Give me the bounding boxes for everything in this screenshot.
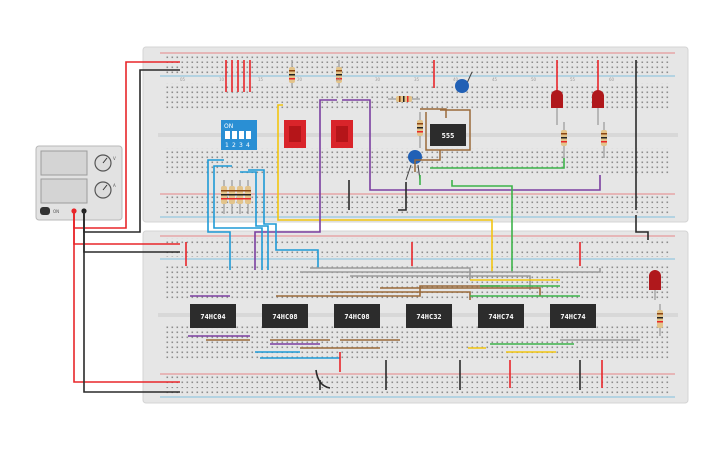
chip-label: 74HC04 bbox=[200, 313, 225, 321]
svg-text:V: V bbox=[113, 156, 116, 161]
timer-label: 555 bbox=[442, 132, 455, 140]
voltage-display bbox=[40, 150, 88, 176]
chip-label: 74HC08 bbox=[272, 313, 297, 321]
column-label: 05 bbox=[180, 77, 186, 82]
chip-u4[interactable]: 74HC32 bbox=[406, 304, 452, 328]
power-supply: V A ON bbox=[35, 145, 123, 221]
column-label: 40 bbox=[453, 77, 459, 82]
resistor-horizontal[interactable] bbox=[388, 96, 420, 102]
svg-text:A: A bbox=[113, 183, 116, 188]
column-label: 50 bbox=[531, 77, 537, 82]
dip-position-2: 2 bbox=[232, 142, 236, 149]
dip-toggle-1[interactable] bbox=[225, 131, 230, 139]
dip-toggle-3[interactable] bbox=[239, 131, 244, 139]
power-button[interactable] bbox=[40, 207, 50, 215]
chip-label: 74HC74 bbox=[560, 313, 585, 321]
column-label: 35 bbox=[414, 77, 420, 82]
column-label: 60 bbox=[609, 77, 615, 82]
chip-u3[interactable]: 74HC08 bbox=[334, 304, 380, 328]
column-label: 30 bbox=[375, 77, 381, 82]
timer-chip[interactable]: 555 bbox=[430, 124, 466, 146]
upper-signal-wires bbox=[254, 60, 649, 272]
column-label: 20 bbox=[297, 77, 303, 82]
dip-toggle-4[interactable] bbox=[246, 131, 251, 139]
column-label: 45 bbox=[492, 77, 498, 82]
led-red[interactable] bbox=[649, 270, 661, 300]
dip-switch-on-label: ON bbox=[224, 123, 233, 130]
chip-u5[interactable]: 74HC74 bbox=[478, 304, 524, 328]
chip-label: 74HC32 bbox=[416, 313, 441, 321]
column-label: 25 bbox=[336, 77, 342, 82]
resistor[interactable] bbox=[289, 60, 295, 88]
led-red[interactable] bbox=[551, 90, 563, 125]
dip-toggle-2[interactable] bbox=[232, 131, 237, 139]
chip-u6[interactable]: 74HC74 bbox=[550, 304, 596, 328]
chip-u2[interactable]: 74HC08 bbox=[262, 304, 308, 328]
pull-down-resistors[interactable] bbox=[221, 180, 251, 214]
brown-wires-555 bbox=[414, 108, 471, 172]
dip-position-4: 4 bbox=[246, 142, 250, 149]
resistor[interactable] bbox=[601, 122, 607, 158]
dip-position-3: 3 bbox=[239, 142, 243, 149]
dip-position-1: 1 bbox=[225, 142, 229, 149]
resistor[interactable] bbox=[561, 122, 567, 158]
push-button[interactable] bbox=[331, 120, 353, 148]
led-red[interactable] bbox=[592, 90, 604, 125]
capacitor[interactable] bbox=[455, 71, 473, 93]
lower-signal-wires bbox=[185, 242, 640, 390]
chip-label: 74HC08 bbox=[344, 313, 369, 321]
power-button-label: ON bbox=[53, 209, 59, 214]
dip-switch[interactable]: ON 1 2 3 4 bbox=[221, 120, 257, 150]
push-button[interactable] bbox=[284, 120, 306, 148]
resistor[interactable] bbox=[417, 112, 423, 148]
chip-u1[interactable]: 74HC04 bbox=[190, 304, 236, 328]
column-label: 15 bbox=[258, 77, 264, 82]
column-label: 55 bbox=[570, 77, 576, 82]
logic-chips: 74HC04 74HC08 74HC08 74HC32 74HC74 74HC7… bbox=[190, 304, 596, 328]
column-labels: 05 10 15 20 25 30 35 40 45 50 55 60 bbox=[180, 77, 615, 82]
resistor[interactable] bbox=[657, 304, 663, 336]
current-display bbox=[40, 178, 88, 204]
chip-label: 74HC74 bbox=[488, 313, 513, 321]
resistor[interactable] bbox=[336, 60, 342, 88]
blue-wires bbox=[207, 159, 319, 270]
power-wires bbox=[73, 61, 180, 393]
column-label: 10 bbox=[219, 77, 225, 82]
